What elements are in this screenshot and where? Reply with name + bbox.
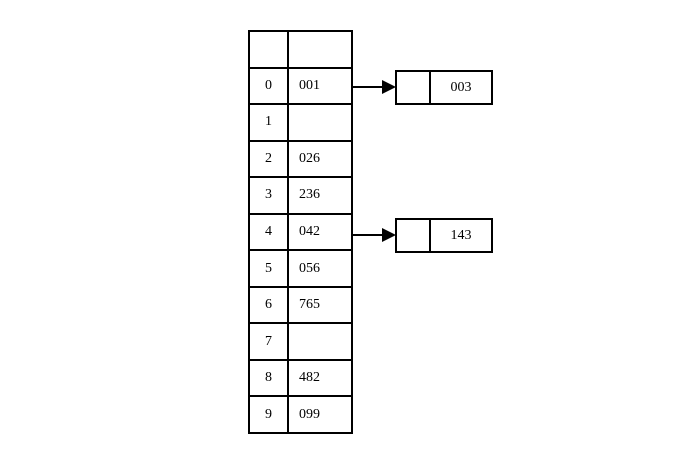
row-index-3: 3 <box>250 178 289 213</box>
chain-node-pointer-cell-4 <box>397 220 431 251</box>
table-row: 0 001 <box>250 68 351 106</box>
table-row: 1 <box>250 105 351 142</box>
table-row: 7 <box>250 324 351 361</box>
row-index-4: 4 <box>250 214 289 250</box>
row-value-5: 056 <box>299 260 320 276</box>
row-index-8: 8 <box>250 360 289 396</box>
chain-node-row-4: 143 <box>395 218 493 253</box>
header-value-cell <box>289 32 351 67</box>
table-row: 5 056 <box>250 251 351 288</box>
chain-node-value-0: 003 <box>450 79 472 95</box>
row-value-0: 001 <box>299 77 320 93</box>
row-index-2: 2 <box>250 141 289 177</box>
row-index-7: 7 <box>250 324 289 359</box>
row-index-9: 9 <box>250 397 289 433</box>
table-header-row <box>250 32 351 69</box>
row-value-4: 042 <box>299 224 320 239</box>
table-row: 3 236 <box>250 178 351 215</box>
arrow-from-row-4 <box>352 228 396 242</box>
row-index-5: 5 <box>250 251 289 286</box>
table-row: 6 765 <box>250 287 351 325</box>
table-row: 2 026 <box>250 141 351 179</box>
row-value-3: 236 <box>299 187 320 203</box>
header-index-cell <box>250 32 289 67</box>
chain-node-value-4: 143 <box>450 227 472 243</box>
row-value-9: 099 <box>299 406 320 422</box>
row-value-7 <box>289 324 351 359</box>
table-row: 4 042 <box>250 214 351 252</box>
chain-node-row-0: 003 <box>395 70 493 105</box>
row-value-1 <box>289 105 351 140</box>
chain-node-pointer-cell-0 <box>397 72 431 103</box>
row-value-8: 482 <box>299 370 320 386</box>
row-value-6: 765 <box>299 297 320 313</box>
row-index-6: 6 <box>250 287 289 323</box>
table-row: 8 482 <box>250 360 351 398</box>
row-value-2: 026 <box>299 150 320 166</box>
arrow-from-row-0 <box>352 80 396 94</box>
row-index-0: 0 <box>250 68 289 104</box>
table-row: 9 099 <box>250 397 351 433</box>
hash-table: 0 001 1 2 026 3 236 4 042 5 056 6 765 <box>248 30 353 434</box>
row-index-1: 1 <box>250 105 289 140</box>
